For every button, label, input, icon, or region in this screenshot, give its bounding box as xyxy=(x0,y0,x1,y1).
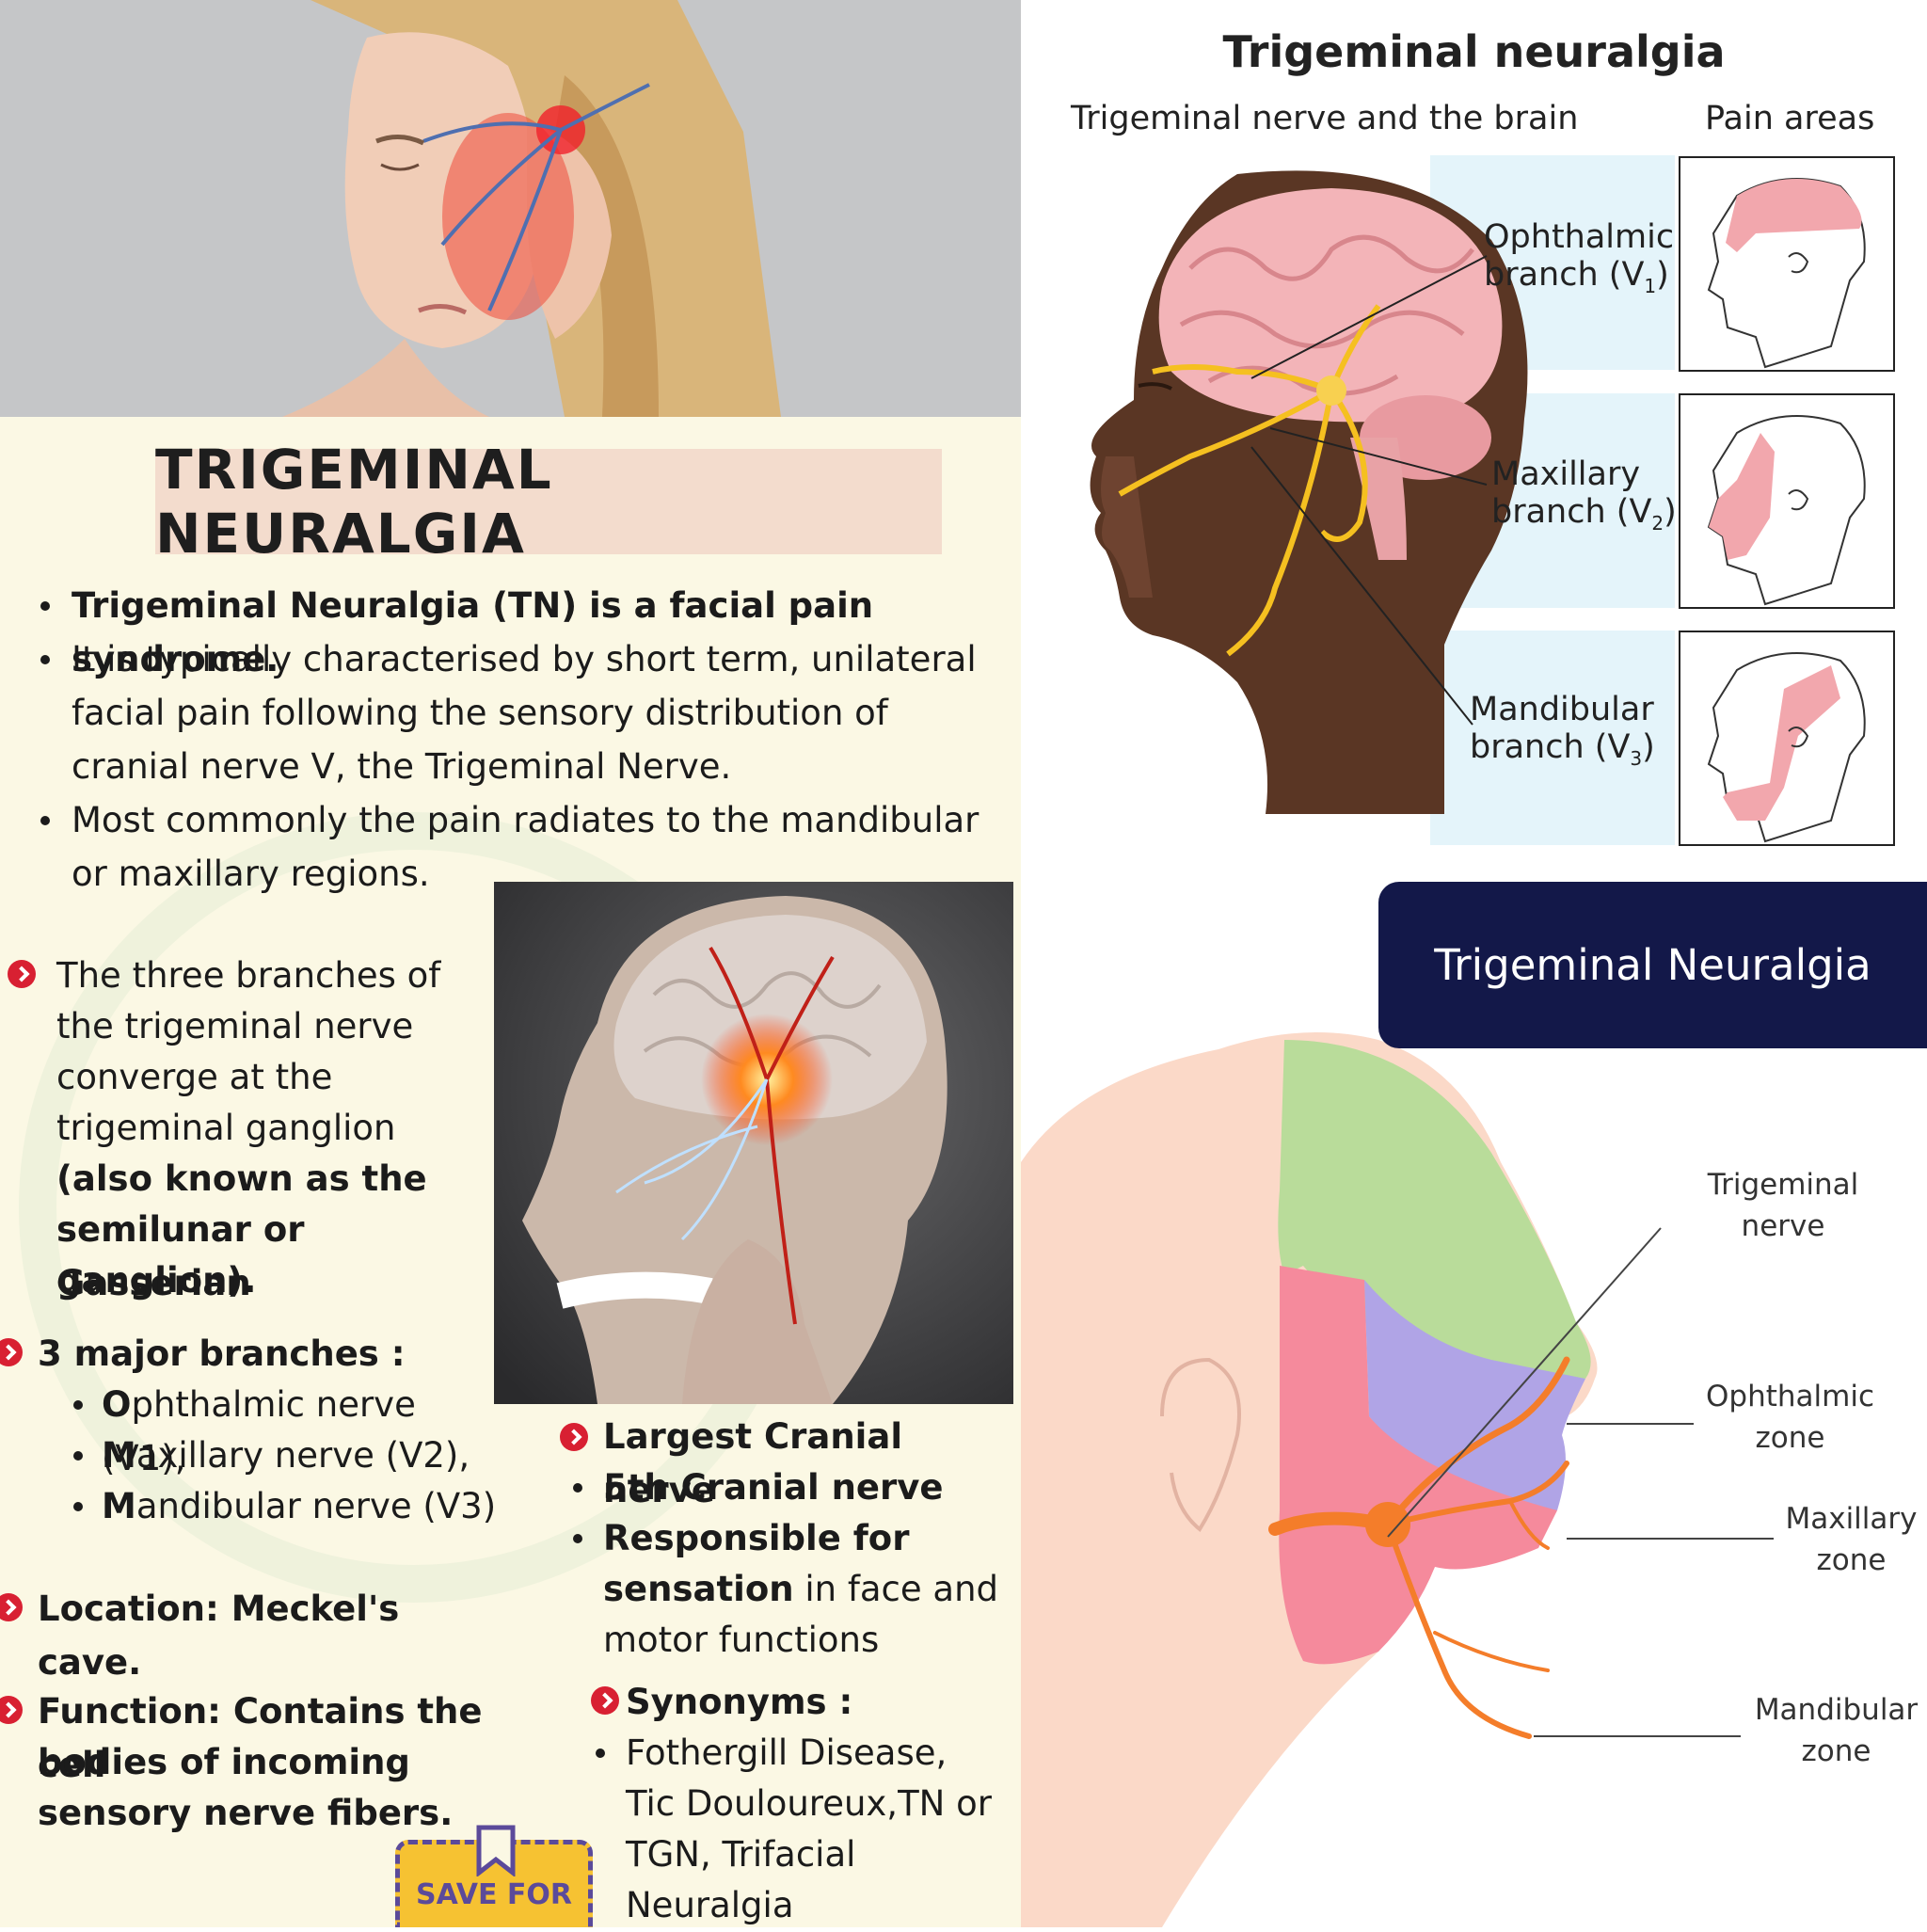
function-block: Function: Contains the cell bodies of in… xyxy=(0,1685,508,1837)
location-line: Location: Meckel's cave. xyxy=(0,1582,489,1683)
major-branches: 3 major branches : Ophthalmic nerve (V1)… xyxy=(0,1327,508,1530)
bullet-1: Trigeminal Neuralgia (TN) is a facial pa… xyxy=(38,579,1016,679)
leader-lines xyxy=(1250,255,1488,726)
label-maxillary-branch: Maxillary branch (V2) xyxy=(1491,455,1677,535)
red-arrow-icon xyxy=(0,1696,23,1724)
red-arrow-icon xyxy=(0,1593,23,1621)
red-arrow-icon xyxy=(8,960,36,988)
subtitle-brain: Trigeminal nerve and the brain xyxy=(1071,100,1579,137)
tn-header-banner xyxy=(1378,882,1927,1048)
band-mandibular xyxy=(1430,631,1675,845)
intro-bullets: Trigeminal Neuralgia (TN) is a facial pa… xyxy=(38,579,1016,901)
subtitle-pain-areas: Pain areas xyxy=(1705,100,1875,137)
branch-item-maxillary: Maxillary nerve (V2), xyxy=(0,1429,508,1479)
pain-area-ophthalmic xyxy=(1679,156,1895,372)
label-mandibular-branch: Mandibular branch (V3) xyxy=(1470,691,1655,770)
pain-area-maxillary xyxy=(1679,393,1895,609)
bullet-2: It is typically characterised by short t… xyxy=(38,632,1016,686)
pain-area-mandibular xyxy=(1679,631,1895,846)
skull-nerve-illustration xyxy=(494,882,1013,1404)
save-badge-label: SAVE FOR xyxy=(415,1878,573,1911)
branches-paragraph: The three branches of the trigeminal ner… xyxy=(8,949,478,1304)
main-title: TRIGEMINAL NEURALGIA xyxy=(155,438,553,566)
diagram-title: Trigeminal neuralgia xyxy=(1222,26,1726,77)
title-banner xyxy=(155,449,942,554)
red-arrow-icon xyxy=(591,1686,619,1715)
synonyms-block: Synonyms : Fothergill Disease, Tic Doulo… xyxy=(588,1675,1021,1929)
label-ophthalmic-branch: Ophthalmic branch (V1) xyxy=(1484,218,1675,297)
bullet-2-line2: facial pain following the sensory distri… xyxy=(72,693,888,733)
bullet-3: Most commonly the pain radiates to the m… xyxy=(38,793,1016,847)
woman-face-pain-photo xyxy=(0,0,1021,417)
head-brain-illustration xyxy=(1049,155,1576,814)
branch-item-mandibular: Mandibular nerve (V3) xyxy=(0,1479,508,1530)
branch-item-ophthalmic: Ophthalmic nerve (V1), xyxy=(0,1378,508,1478)
bullet-3-line2: or maxillary regions. xyxy=(72,854,430,894)
bookmark-icon xyxy=(476,1825,516,1876)
red-arrow-icon xyxy=(0,1338,23,1366)
facts-column: Largest Cranial nerve 5th Cranial nerve … xyxy=(560,1410,1021,1664)
tn-header-title: Trigeminal Neuralgia xyxy=(1434,940,1871,990)
red-arrow-icon xyxy=(560,1423,588,1451)
bullet-2-line3: cranial nerve V, the Trigeminal Nerve. xyxy=(72,746,732,787)
save-badge[interactable]: SAVE FOR xyxy=(395,1825,593,1927)
